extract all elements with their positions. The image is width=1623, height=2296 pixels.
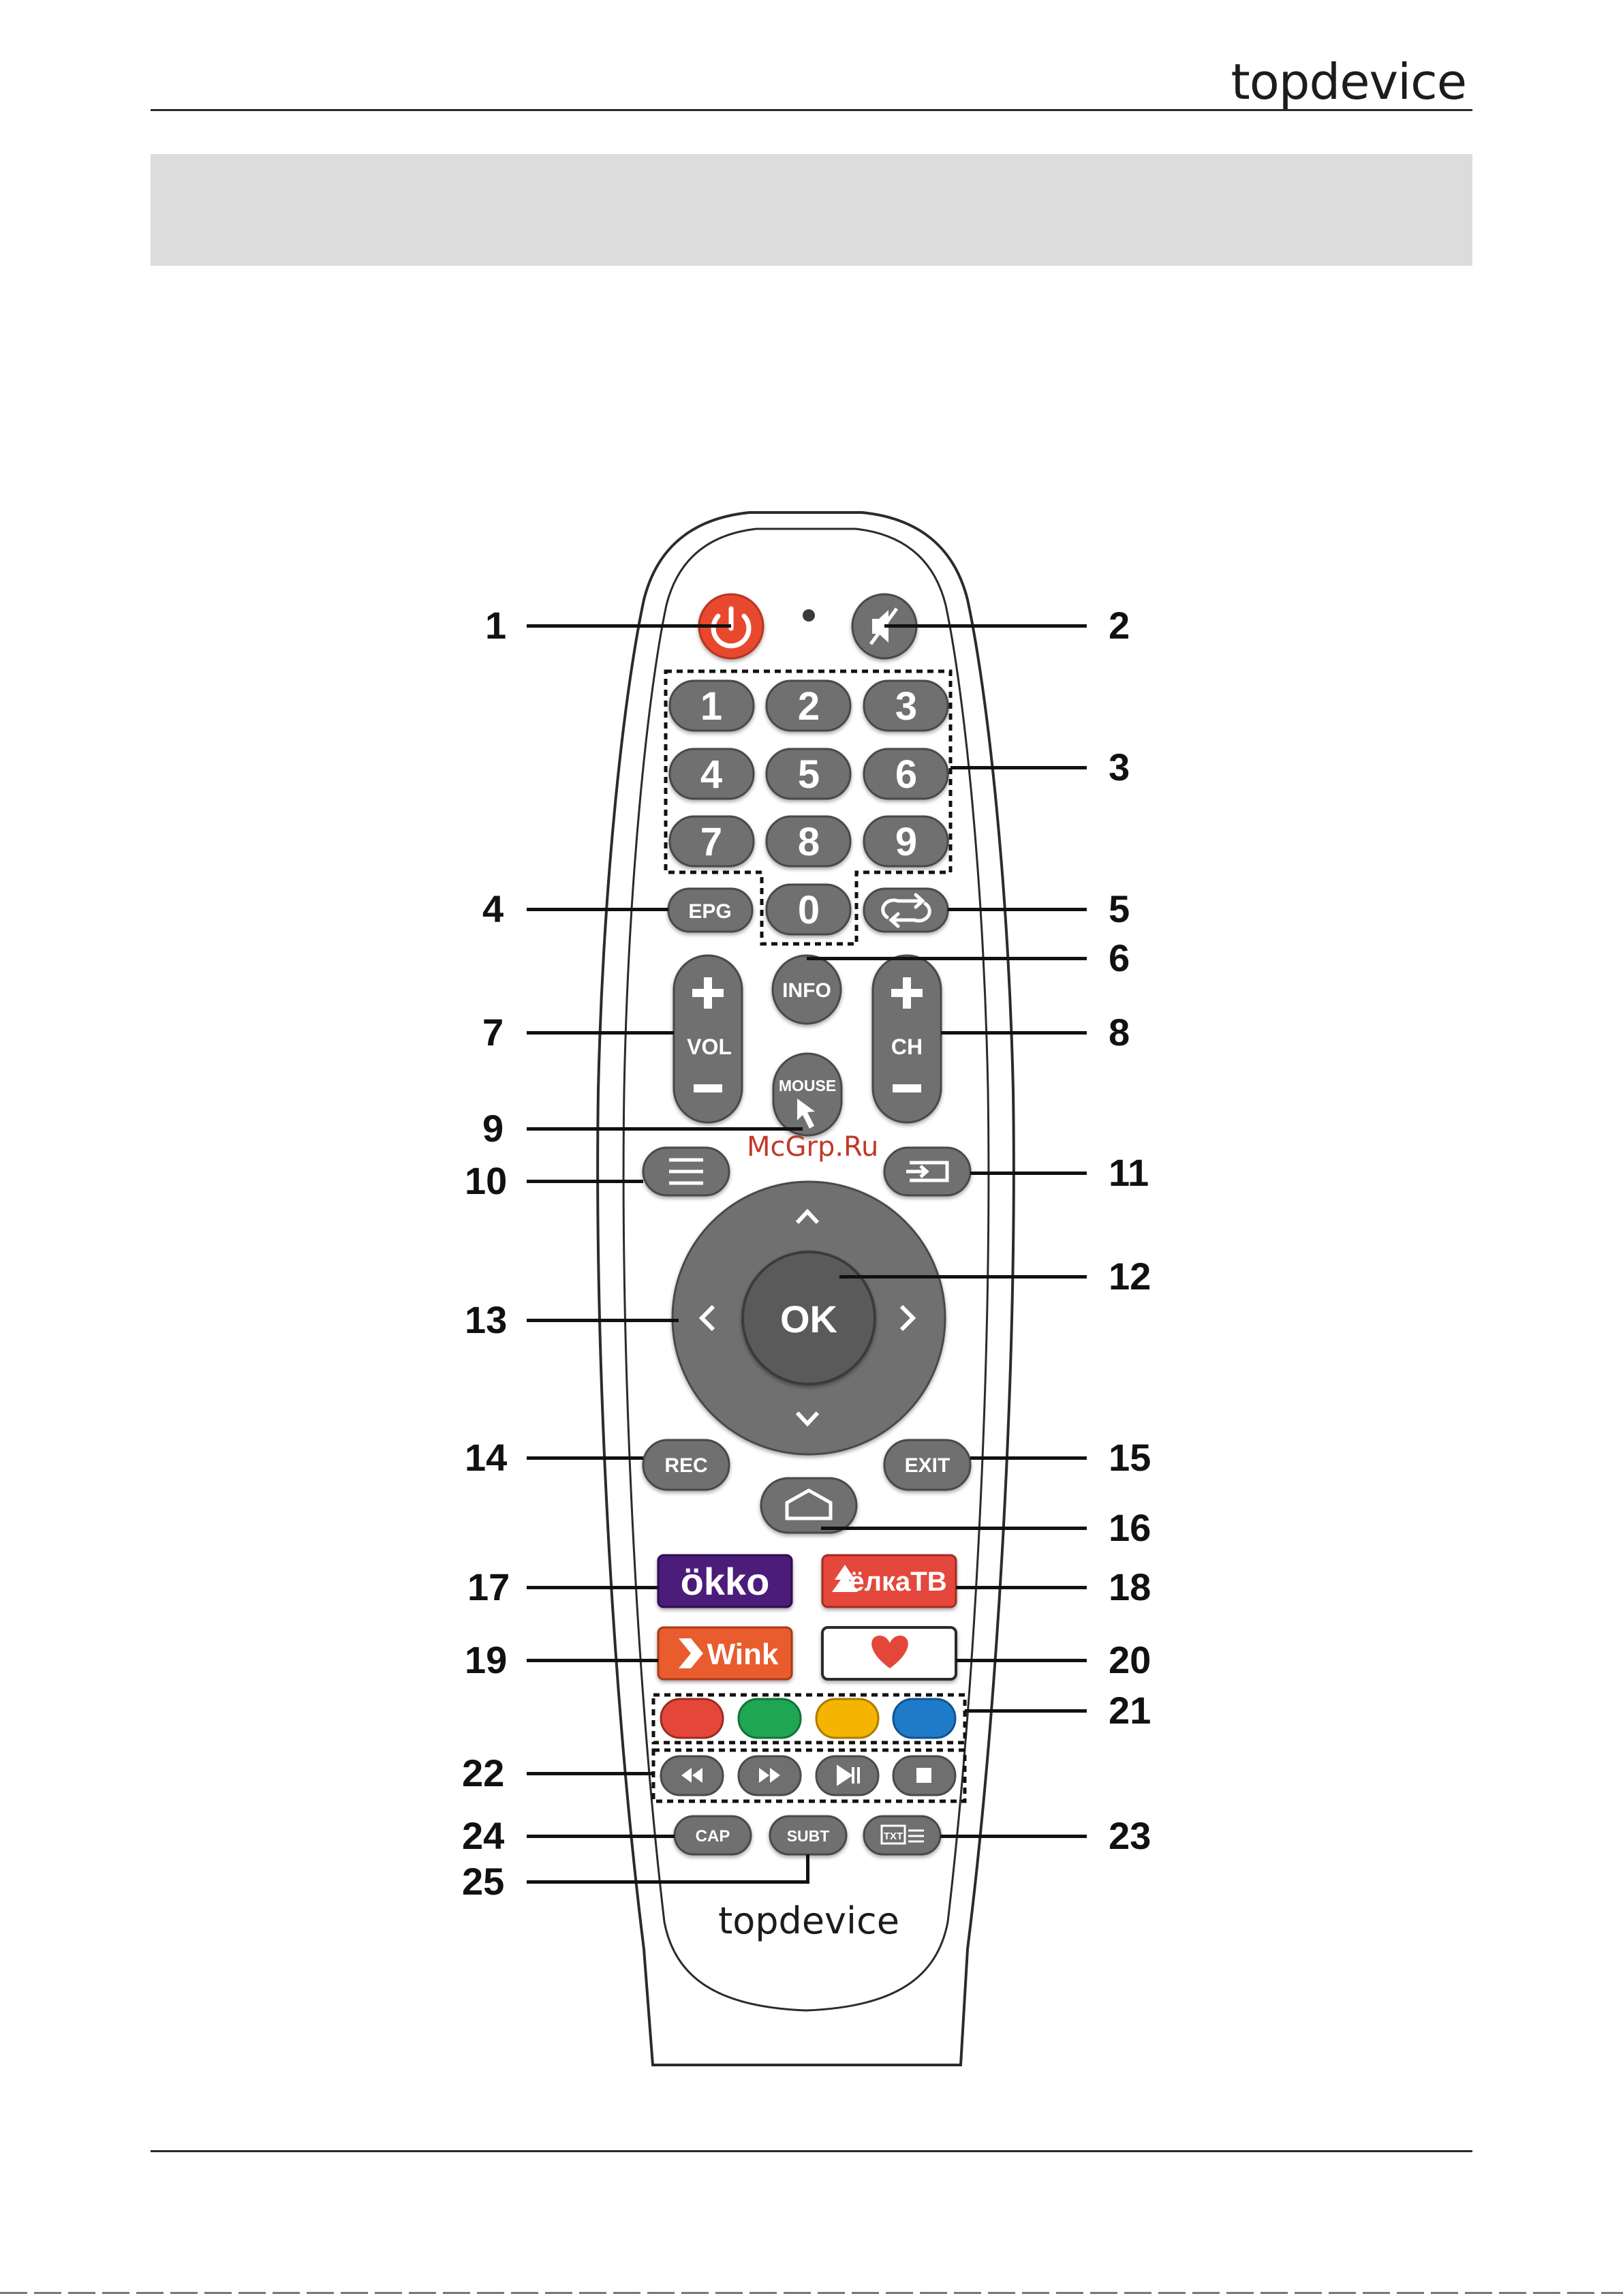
blue-key: [893, 1699, 955, 1738]
digit-8-label: 8: [798, 820, 820, 864]
callout-line-2: [884, 624, 1087, 628]
yellow-key: [816, 1699, 878, 1738]
callout-line-19: [527, 1659, 658, 1662]
okko-label: ökko: [681, 1560, 770, 1603]
callout-line-18: [956, 1586, 1087, 1589]
callout-line-6: [807, 957, 1087, 960]
fast-forward-button: [739, 1756, 801, 1795]
callout-line-21: [965, 1709, 1087, 1713]
digit-9-label: 9: [895, 820, 917, 864]
callout-line-13: [527, 1319, 679, 1322]
red-key: [661, 1699, 723, 1738]
callout-line-23: [940, 1835, 1087, 1838]
callout-22: 22: [462, 1754, 504, 1792]
vol-label: VOL: [687, 1035, 732, 1059]
indicator-led: [803, 609, 815, 622]
callout-7: 7: [482, 1013, 504, 1052]
callout-13: 13: [465, 1301, 507, 1339]
callout-3: 3: [1109, 748, 1130, 786]
info-label: INFO: [782, 979, 831, 1002]
callout-line-3: [950, 766, 1087, 769]
callout-23: 23: [1109, 1817, 1151, 1855]
digit-5-label: 5: [798, 752, 820, 797]
epg-label: EPG: [688, 900, 731, 923]
digit-6-label: 6: [895, 752, 917, 797]
wink-label: Wink: [707, 1638, 779, 1671]
callout-9: 9: [482, 1109, 504, 1148]
elka-label: ёлкаТВ: [849, 1567, 946, 1597]
digit-3-label: 3: [895, 684, 917, 729]
rewind-button: [661, 1756, 723, 1795]
callout-16: 16: [1109, 1509, 1151, 1547]
callout-5: 5: [1109, 890, 1130, 928]
callout-19: 19: [465, 1641, 507, 1679]
watermark: McGrp.Ru: [747, 1131, 878, 1163]
footer-rule: [151, 2150, 1472, 2152]
callout-1: 1: [485, 607, 506, 645]
digit-0-label: 0: [798, 888, 820, 932]
digit-2-label: 2: [798, 684, 820, 729]
remote-logo: topdevice: [718, 1899, 899, 1942]
ok-label: OK: [780, 1298, 837, 1341]
callout-line-14: [527, 1456, 643, 1460]
callout-line-15: [970, 1456, 1087, 1460]
callout-12: 12: [1109, 1257, 1151, 1296]
callout-2: 2: [1109, 607, 1130, 645]
callout-17: 17: [467, 1568, 510, 1606]
stop-icon: [916, 1768, 931, 1783]
callout-line-4: [527, 908, 668, 911]
callout-line-8: [941, 1031, 1087, 1035]
callout-line-11: [970, 1172, 1087, 1175]
footer-dashed-edge: [0, 2292, 1623, 2294]
callout-18: 18: [1109, 1568, 1151, 1606]
callout-line-5: [948, 908, 1087, 911]
digit-4-label: 4: [700, 752, 722, 797]
callout-14: 14: [465, 1439, 507, 1477]
callout-10: 10: [465, 1162, 507, 1200]
txt-label: TXT: [884, 1831, 903, 1842]
home-button: [761, 1478, 856, 1533]
ch-label: CH: [891, 1035, 923, 1059]
callout-25: 25: [462, 1863, 504, 1901]
callout-4: 4: [482, 890, 504, 928]
callout-6: 6: [1109, 939, 1130, 977]
repeat-button: [864, 889, 948, 932]
callout-line-10: [527, 1180, 643, 1183]
callout-line-16: [821, 1527, 1087, 1530]
cap-label: CAP: [696, 1827, 730, 1846]
callout-8: 8: [1109, 1013, 1130, 1052]
callout-20: 20: [1109, 1641, 1151, 1679]
digit-1-label: 1: [700, 684, 722, 729]
callout-line-24: [527, 1835, 675, 1838]
callout-15: 15: [1109, 1439, 1151, 1477]
callout-line-7: [527, 1031, 674, 1035]
callout-line-25-vertical: [806, 1854, 809, 1884]
callout-line-17: [527, 1586, 658, 1589]
subt-label: SUBT: [787, 1827, 830, 1845]
callout-line-12: [839, 1275, 1087, 1279]
callout-21: 21: [1109, 1692, 1151, 1730]
callout-line-9: [527, 1127, 803, 1131]
digit-7-label: 7: [700, 820, 722, 864]
callout-11: 11: [1109, 1154, 1149, 1192]
exit-label: EXIT: [905, 1454, 950, 1477]
callout-24: 24: [462, 1817, 504, 1855]
green-key: [739, 1699, 801, 1738]
callout-line-20: [956, 1659, 1087, 1662]
rec-label: REC: [664, 1454, 707, 1477]
callout-line-22: [527, 1772, 653, 1775]
callout-line-1: [527, 624, 731, 628]
mouse-label: MOUSE: [779, 1077, 836, 1095]
callout-line-25: [527, 1880, 808, 1884]
